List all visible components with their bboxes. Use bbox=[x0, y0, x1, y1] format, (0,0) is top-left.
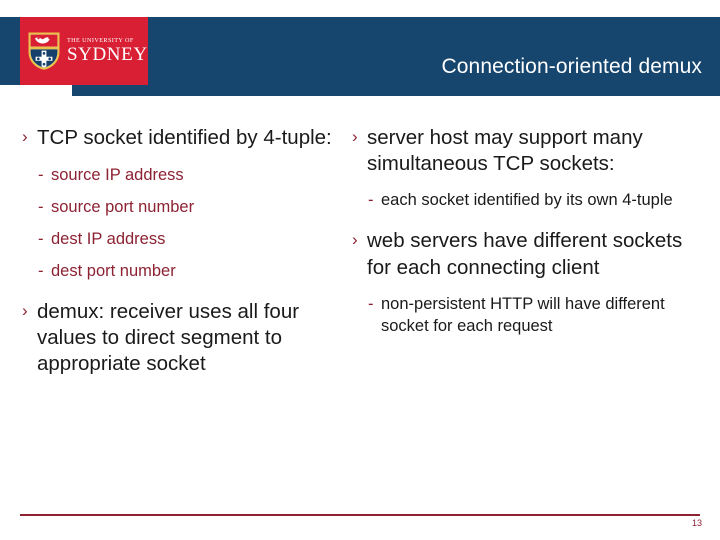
sub-bullet-non-persistent-http: - non-persistent HTTP will have differen… bbox=[368, 294, 702, 338]
sub-bullet-text: dest IP address bbox=[51, 230, 166, 249]
sub-bullet-text: source IP address bbox=[51, 166, 184, 185]
chevron-bullet-icon: › bbox=[352, 230, 358, 250]
bullet-text: server host may support many simultaneou… bbox=[367, 126, 643, 176]
sub-bullet-dest-ip: - dest IP address bbox=[38, 229, 344, 251]
sub-bullet-text: dest port number bbox=[51, 262, 176, 281]
university-logo: THE UNIVERSITY OF SYDNEY bbox=[20, 17, 148, 85]
left-column: › TCP socket identified by 4-tuple: - so… bbox=[22, 125, 344, 378]
sub-bullet-source-port: - source port number bbox=[38, 197, 344, 219]
sub-bullet-text: each socket identified by its own 4-tupl… bbox=[381, 191, 673, 210]
sub-bullet-text: source port number bbox=[51, 198, 195, 217]
dash-bullet-icon: - bbox=[38, 230, 44, 249]
university-wordmark: THE UNIVERSITY OF SYDNEY bbox=[67, 36, 148, 66]
page-number: 13 bbox=[691, 518, 702, 528]
footer-divider bbox=[20, 514, 700, 516]
bullet-text: web servers have different sockets for e… bbox=[367, 229, 683, 279]
bullet-tcp-socket-4tuple: › TCP socket identified by 4-tuple: bbox=[22, 125, 344, 151]
chevron-bullet-icon: › bbox=[22, 127, 28, 146]
bullet-text: TCP socket identified by 4-tuple: bbox=[37, 126, 332, 149]
wordmark-line-1: THE UNIVERSITY OF bbox=[67, 36, 134, 44]
slide-body: › TCP socket identified by 4-tuple: - so… bbox=[0, 125, 720, 485]
dash-bullet-icon: - bbox=[38, 262, 44, 281]
dash-bullet-icon: - bbox=[38, 198, 44, 217]
dash-bullet-icon: - bbox=[368, 294, 374, 313]
sub-bullet-source-ip: - source IP address bbox=[38, 165, 344, 187]
bullet-text: demux: receiver uses all four values to … bbox=[37, 299, 300, 376]
dash-bullet-icon: - bbox=[368, 191, 374, 210]
sydney-crest-icon bbox=[28, 32, 60, 70]
bullet-demux-receiver: › demux: receiver uses all four values t… bbox=[22, 299, 344, 378]
sub-bullet-text: non-persistent HTTP will have different … bbox=[381, 294, 665, 335]
sub-bullet-dest-port: - dest port number bbox=[38, 261, 344, 283]
bullet-server-host-sockets: › server host may support many simultane… bbox=[352, 125, 702, 177]
wordmark-line-2: SYDNEY bbox=[67, 44, 148, 66]
right-column: › server host may support many simultane… bbox=[352, 125, 702, 338]
slide-title: Connection-oriented demux bbox=[441, 55, 702, 78]
dash-bullet-icon: - bbox=[38, 166, 44, 185]
chevron-bullet-icon: › bbox=[22, 300, 28, 320]
chevron-bullet-icon: › bbox=[352, 127, 358, 146]
bullet-web-servers-sockets: › web servers have different sockets for… bbox=[352, 228, 702, 280]
header-underbar bbox=[72, 85, 720, 96]
sub-bullet-each-socket-4tuple: - each socket identified by its own 4-tu… bbox=[368, 190, 702, 212]
